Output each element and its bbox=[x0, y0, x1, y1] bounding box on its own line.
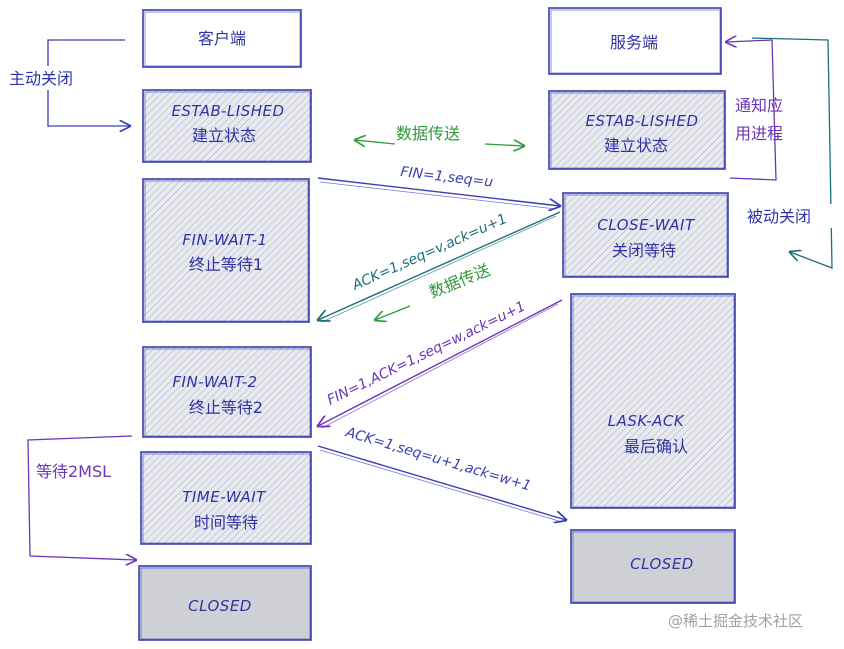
wait-2msl-arrow bbox=[27, 435, 136, 560]
passive-close-arrow bbox=[751, 37, 833, 269]
active-close-annotation: 主动关闭 bbox=[6, 39, 130, 126]
client-header-label: 客户端 bbox=[198, 29, 246, 48]
client-state-closed: CLOSED bbox=[138, 565, 312, 641]
message-fin-2: FIN=1,ACK=1,seq=w,ack=u+1 bbox=[318, 298, 563, 429]
server-state-closed: CLOSED bbox=[570, 529, 736, 604]
server-header-box: 服务端 bbox=[548, 7, 722, 75]
client-time-wait-en: TIME-WAIT bbox=[182, 488, 267, 506]
passive-close-label: 被动关闭 bbox=[747, 207, 811, 226]
client-fin-wait-1-zh: 终止等待1 bbox=[189, 255, 263, 274]
data-transfer-arrow-right bbox=[484, 144, 524, 146]
server-close-wait-en: CLOSE-WAIT bbox=[597, 216, 696, 234]
server-established-zh: 建立状态 bbox=[604, 136, 668, 155]
message-ack-2-arrow bbox=[317, 445, 566, 520]
message-fin-2-label: FIN=1,ACK=1,seq=w,ack=u+1 bbox=[325, 298, 528, 408]
message-ack-1-label: ACK=1,seq=v,ack=u+1 bbox=[349, 211, 509, 294]
server-state-established: ESTAB-LISHED 建立状态 bbox=[548, 90, 726, 170]
client-fin-wait-1-en: FIN-WAIT-1 bbox=[182, 231, 267, 249]
client-state-established: ESTAB-LISHED 建立状态 bbox=[142, 89, 312, 163]
notify-app-label-line2: 用进程 bbox=[735, 124, 783, 143]
server-header-label: 服务端 bbox=[610, 33, 658, 52]
server-last-ack-en: LASK-ACK bbox=[608, 412, 685, 430]
wait-2msl-label: 等待2MSL bbox=[36, 462, 111, 481]
client-time-wait-zh: 时间等待 bbox=[194, 513, 258, 532]
data-transfer-arrow-left bbox=[355, 140, 396, 144]
data-transfer-mid-label: 数据传送 bbox=[426, 260, 492, 302]
server-close-wait-zh: 关闭等待 bbox=[612, 241, 676, 260]
client-state-time-wait: TIME-WAIT 时间等待 bbox=[140, 451, 312, 545]
watermark: @稀土掘金技术社区 bbox=[668, 612, 803, 630]
data-transfer-mid-arrow bbox=[375, 305, 411, 320]
server-state-close-wait: CLOSE-WAIT 关闭等待 bbox=[562, 192, 729, 278]
notify-app-label-line1: 通知应 bbox=[735, 96, 783, 115]
client-established-zh: 建立状态 bbox=[192, 126, 256, 145]
message-fin-2-arrow bbox=[318, 299, 563, 426]
client-fin-wait-2-zh: 终止等待2 bbox=[189, 398, 263, 417]
client-closed-en: CLOSED bbox=[188, 597, 252, 615]
client-state-fin-wait-1: FIN-WAIT-1 终止等待1 bbox=[142, 178, 310, 323]
message-ack-2: ACK=1,seq=u+1,ack=w+1 bbox=[317, 424, 566, 522]
server-established-en: ESTAB-LISHED bbox=[585, 112, 698, 130]
message-ack-1-arrow bbox=[318, 211, 561, 320]
notify-app-arrow bbox=[726, 40, 777, 181]
message-fin-1: FIN=1,seq=u bbox=[317, 164, 560, 209]
wait-2msl-annotation: 等待2MSL bbox=[27, 435, 136, 560]
client-established-en: ESTAB-LISHED bbox=[171, 102, 284, 120]
passive-close-annotation: 被动关闭 bbox=[744, 37, 834, 269]
client-fin-wait-2-en: FIN-WAIT-2 bbox=[172, 373, 257, 391]
server-closed-en: CLOSED bbox=[630, 555, 694, 573]
server-last-ack-zh: 最后确认 bbox=[624, 437, 688, 456]
notify-app-annotation: 通知应 用进程 bbox=[726, 40, 783, 181]
client-state-fin-wait-2: FIN-WAIT-2 终止等待2 bbox=[142, 346, 312, 438]
message-ack-2-label: ACK=1,seq=u+1,ack=w+1 bbox=[343, 424, 533, 494]
data-transfer-top: 数据传送 bbox=[355, 124, 524, 146]
message-fin-1-arrow bbox=[317, 177, 560, 206]
data-transfer-top-label: 数据传送 bbox=[396, 124, 460, 143]
message-fin-1-label: FIN=1,seq=u bbox=[400, 164, 494, 191]
server-state-last-ack: LASK-ACK 最后确认 bbox=[570, 293, 736, 509]
client-header-box: 客户端 bbox=[142, 9, 302, 68]
active-close-label: 主动关闭 bbox=[9, 69, 73, 88]
